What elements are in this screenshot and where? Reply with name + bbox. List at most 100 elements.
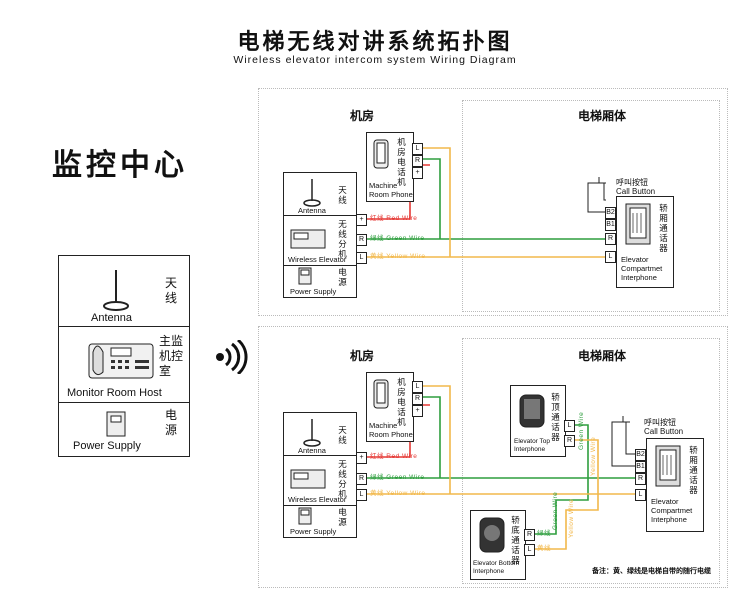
monitor-center-title: 监控中心 — [52, 149, 188, 182]
upper-machine-phone-en-1: Machine — [369, 181, 398, 190]
diagram-title-cn: 电梯无线对讲系统拓扑图 — [237, 29, 513, 54]
intercom-speaker-icon — [479, 517, 505, 553]
power-supply-icon — [106, 411, 126, 437]
upper-car-intercom-cn: 轿厢通话器 — [659, 203, 668, 253]
lower-call-button-cn: 呼叫按钮 — [644, 418, 676, 427]
upper-red-wire-label: 红线 Red Wire — [370, 215, 418, 222]
monitor-antenna-cn: 天线 — [165, 276, 178, 305]
lower-car-term-l: L — [635, 489, 646, 501]
bottom-yellow-wire-label: 黄线 — [537, 545, 551, 552]
upper-wireless-term-r: R — [356, 234, 367, 246]
lower-machine-phone-en-2: Room Phone — [369, 430, 413, 439]
upper-phone-term-r: R — [412, 155, 423, 167]
lower-machine-phone-en-1: Machine — [369, 421, 398, 430]
upper-wireless-cell: 无线分机 Wireless Elevator — [284, 215, 356, 266]
lower-phone-term-plus: + — [412, 405, 423, 417]
lower-green-wire-label: 绿线 Green Wire — [370, 474, 425, 481]
upper-wireless-unit-stack: 天线 Antenna 无线分机 Wireless Elevator 电源 Pow… — [283, 172, 357, 298]
antenna-icon — [303, 419, 321, 447]
bottom-intercom-en-1: Elevator Bottom — [473, 560, 520, 567]
upper-power-cell: 电源 Power Supply — [284, 265, 356, 297]
upper-antenna-cell: 天线 Antenna — [284, 173, 356, 216]
upper-power-en: Power Supply — [290, 287, 337, 296]
top-intercom-term-r: R — [564, 435, 575, 447]
upper-antenna-en: Antenna — [298, 206, 326, 215]
wireless-unit-icon — [290, 229, 326, 249]
wireless-signal-icon — [216, 340, 248, 374]
desk-phone-icon — [88, 343, 154, 379]
call-button-icon — [616, 416, 630, 423]
upper-antenna-cn: 天线 — [338, 185, 347, 205]
intercom-speaker-icon — [519, 394, 545, 428]
lower-power-cell: 电源 Power Supply — [284, 505, 356, 537]
bottom-intercom-term-l: L — [524, 544, 535, 556]
lower-system-frame — [258, 326, 728, 588]
upper-yellow-wire-label: 黄线 Yellow Wire — [370, 253, 426, 260]
lower-machine-room-label: 机房 — [350, 349, 375, 363]
top-intercom-cn: 轿顶通话器 — [551, 392, 560, 442]
upper-system-frame — [258, 88, 728, 316]
upper-green-wire-label: 绿线 Green Wire — [370, 235, 425, 242]
lower-antenna-en: Antenna — [298, 446, 326, 455]
upper-car-label: 电梯厢体 — [578, 109, 627, 123]
top-intercom-en-2: Interphone — [514, 446, 546, 453]
elevator-bottom-interphone: 轿底通话器 Elevator Bottom Interphone — [470, 510, 526, 580]
top-green-wire-label: Green Wire — [578, 411, 585, 450]
monitor-power-cell: 电源 Power Supply — [59, 402, 189, 456]
diagram-title-en: Wireless elevator intercom system Wiring… — [233, 54, 517, 66]
upper-phone-term-l: L — [412, 143, 423, 155]
monitor-host-en: Monitor Room Host — [67, 387, 162, 399]
lower-car-intercom: 轿厢通话器 Elevator Compartmet Interphone — [646, 438, 704, 532]
upper-car-term-b2: B2 — [605, 207, 616, 219]
upper-car-intercom-en-2: Compartmet — [621, 264, 663, 273]
intercom-panel-icon — [655, 445, 681, 487]
upper-phone-term-plus: + — [412, 167, 423, 179]
wireless-unit-icon — [290, 469, 326, 489]
lower-car-intercom-en-2: Compartmet — [651, 506, 693, 515]
upper-car-intercom-en-1: Elevator — [621, 255, 649, 264]
top-yellow-wire-label: Yellow Wire — [590, 436, 597, 476]
top-intercom-term-l: L — [564, 420, 575, 432]
monitor-host-cn: 主监机控室 — [159, 334, 184, 378]
upper-machine-phone-en-2: Room Phone — [369, 190, 413, 199]
antenna-icon — [303, 179, 321, 207]
upper-car-term-b1: B1 — [605, 219, 616, 231]
antenna-icon — [103, 270, 129, 311]
wiring-note: 备注：黄、绿线是电梯自带的随行电缆 — [592, 568, 711, 575]
upper-car-frame — [462, 100, 720, 312]
upper-call-button-en: Call Button — [616, 187, 656, 196]
intercom-panel-icon — [625, 203, 651, 245]
bottom-intercom-term-r: R — [524, 529, 535, 541]
lower-car-label: 电梯厢体 — [578, 349, 627, 363]
lower-car-intercom-en-1: Elevator — [651, 497, 679, 506]
lower-machine-phone-cn: 机房电话机 — [397, 377, 406, 427]
lower-car-term-b2: B2 — [635, 449, 646, 461]
upper-car-term-r: R — [605, 233, 616, 245]
lower-phone-term-r: R — [412, 393, 423, 405]
upper-call-button-cn: 呼叫按钮 — [616, 178, 648, 187]
upper-machine-room-phone: 机房电话机 Machine Room Phone — [366, 132, 414, 202]
lower-red-wire-label: 红线 Red Wire — [370, 453, 418, 460]
bottom-green-wire-v-label: Green Wire — [552, 491, 559, 530]
handset-icon — [373, 139, 389, 169]
monitor-host-cell: 主监机控室 Monitor Room Host — [59, 326, 189, 403]
upper-machine-room-label: 机房 — [350, 109, 375, 123]
lower-car-term-b1: B1 — [635, 461, 646, 473]
upper-car-intercom: 轿厢通话器 Elevator Compartmet Interphone — [616, 196, 674, 288]
lower-car-intercom-cn: 轿厢通话器 — [689, 445, 698, 495]
lower-wireless-term-r: R — [356, 473, 367, 485]
elevator-top-interphone: 轿顶通话器 Elevator Top Interphone — [510, 385, 566, 457]
lower-yellow-wire-label: 黄线 Yellow Wire — [370, 490, 426, 497]
power-supply-icon — [298, 267, 312, 285]
top-intercom-en-1: Elevator Top — [514, 438, 551, 445]
monitor-antenna-en: Antenna — [91, 312, 132, 324]
lower-car-frame — [462, 338, 720, 584]
upper-power-cn: 电源 — [338, 267, 347, 287]
bottom-intercom-cn: 轿底通话器 — [511, 515, 520, 565]
lower-wireless-en: Wireless Elevator — [288, 495, 347, 504]
lower-wireless-term-plus: + — [356, 452, 367, 464]
lower-wireless-term-l: L — [356, 489, 367, 501]
upper-machine-phone-cn: 机房电话机 — [397, 137, 406, 187]
monitor-antenna-cell: 天线 Antenna — [59, 256, 189, 327]
